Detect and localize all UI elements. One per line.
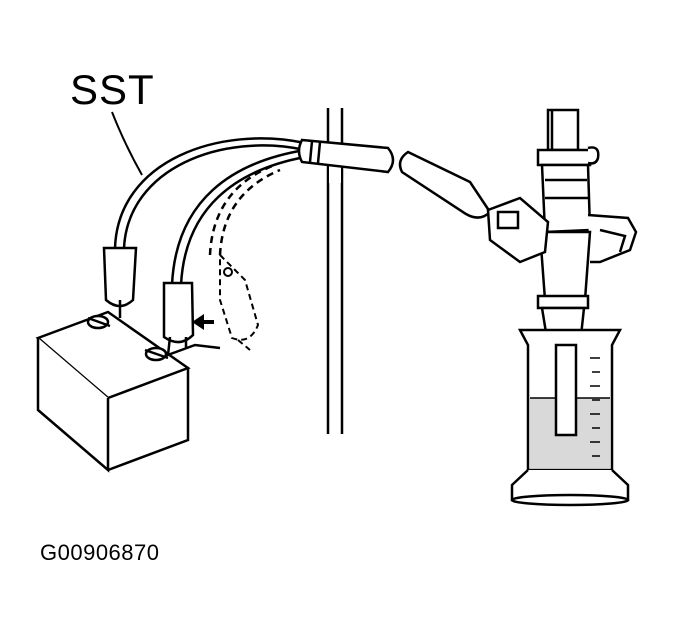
figure-code: G00906870	[40, 540, 160, 565]
injector-icon	[488, 110, 636, 345]
sst-cables	[115, 138, 305, 285]
arrow-left-icon	[192, 314, 214, 330]
battery-icon	[38, 312, 220, 470]
battery-clip-right	[164, 283, 193, 355]
battery-clip-alternate-dashed	[220, 255, 258, 350]
battery-clip-left	[104, 248, 136, 318]
sst-hose	[299, 140, 490, 218]
sst-label: SST	[70, 66, 155, 113]
clip-pivot	[224, 268, 232, 276]
sst-leader-line	[112, 112, 142, 175]
graduated-cylinder-icon	[512, 330, 628, 505]
